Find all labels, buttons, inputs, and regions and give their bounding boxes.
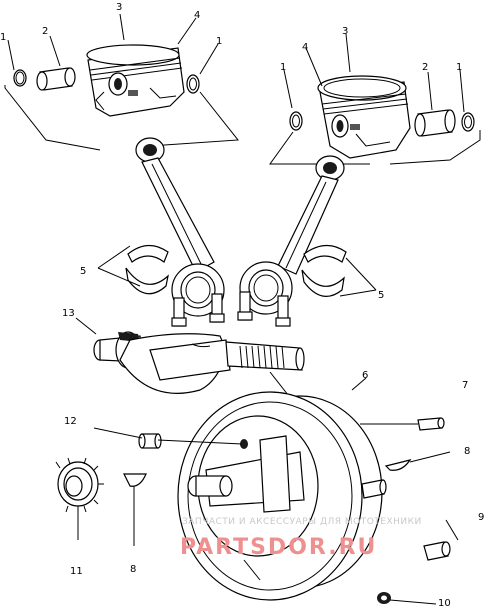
callout-5: 5 — [80, 266, 86, 277]
flywheel — [177, 391, 387, 601]
callout-5: 5 — [378, 290, 384, 301]
left-piston-group — [4, 44, 239, 151]
dowel-pin-7 — [360, 417, 445, 431]
bearing-shells-left — [97, 244, 169, 295]
callout-1: 1 — [216, 36, 222, 47]
callout-6: 6 — [362, 370, 368, 381]
callout-4: 4 — [194, 10, 200, 21]
piston-right — [317, 75, 411, 159]
callout-1: 1 — [280, 62, 286, 73]
callout-8: 8 — [464, 446, 470, 457]
nut-10 — [377, 592, 437, 605]
woodruff-key-left — [123, 473, 147, 546]
callout-13: 13 — [62, 308, 75, 319]
callout-4: 4 — [302, 42, 308, 53]
right-piston-group — [269, 75, 481, 165]
callout-10: 10 — [438, 598, 451, 609]
connecting-rod-right — [237, 155, 345, 327]
circlip-right-outer — [461, 112, 475, 132]
crankshaft — [93, 331, 305, 401]
seal-9 — [423, 519, 459, 561]
callout-9: 9 — [478, 512, 484, 523]
sprocket-11 — [55, 457, 104, 540]
callout-1: 1 — [0, 32, 6, 43]
bushing-12 — [93, 427, 243, 449]
callout-3: 3 — [116, 2, 122, 13]
callout-11: 11 — [70, 566, 83, 577]
callout-2: 2 — [422, 62, 428, 73]
callout-2: 2 — [42, 26, 48, 37]
woodruff-key-right — [384, 451, 451, 471]
callout-12: 12 — [64, 416, 77, 427]
connecting-rod-left — [135, 137, 225, 327]
wrist-pin-left — [36, 67, 76, 91]
callout-3: 3 — [342, 26, 348, 37]
circlip-right-inner — [289, 111, 303, 131]
callout-7: 7 — [462, 380, 468, 391]
callout-1: 1 — [456, 62, 462, 73]
watermark: ЗАПЧАСТИ И АКСЕССУАРЫ ДЛЯ МОТОТЕХНИКИ PA… — [180, 517, 422, 560]
watermark-tagline: ЗАПЧАСТИ И АКСЕССУАРЫ ДЛЯ МОТОТЕХНИКИ — [182, 517, 422, 527]
callout-8: 8 — [130, 564, 136, 575]
wrist-pin-right — [414, 109, 456, 137]
bearing-shells-right — [301, 244, 377, 297]
watermark-logo: PARTSDOR.RU — [180, 535, 377, 560]
piston-left — [86, 44, 185, 117]
circlip-left-inner — [186, 74, 200, 94]
